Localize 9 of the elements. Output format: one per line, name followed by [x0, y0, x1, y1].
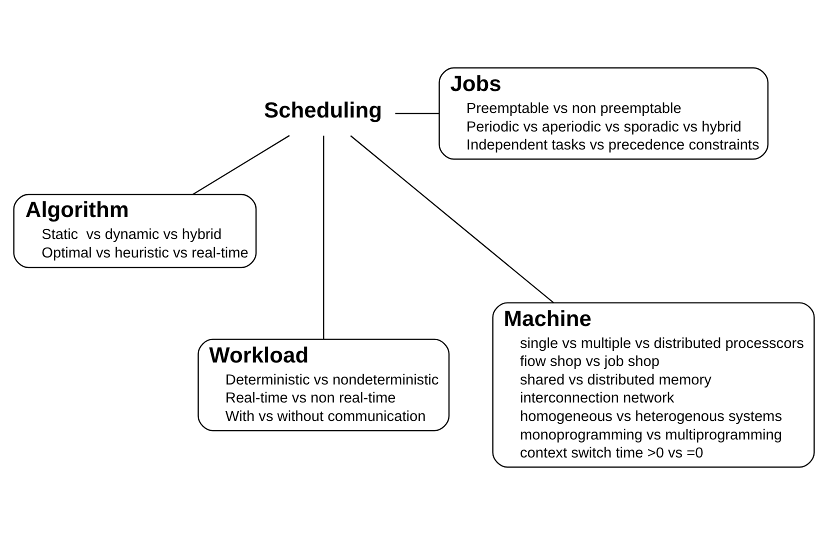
node-box: Workload Deterministic vs nondeterministic Real-time vs non real-time With vs without communication	[198, 338, 450, 431]
node-box: Algorithm Static vs dynamic vs hybrid Optimal vs heuristic vs real-time	[13, 193, 257, 268]
node-box: Jobs Preemptable vs non preemptable Periodic vs aperiodic vs sporadic vs hybrid Independent tasks vs precedence constraints	[438, 66, 769, 160]
connector	[323, 135, 324, 339]
node-box: Machine single vs multiple vs distributed processcors fiow shop vs job shop shared vs distributed memory interconnection network homogeneous vs heterogenous systems monoprogramming vs multiprogramming context switch time >0 vs =0	[492, 302, 815, 468]
connector	[395, 112, 440, 114]
node-text: Scheduling	[264, 97, 382, 122]
connector	[192, 134, 290, 194]
connector	[350, 134, 554, 303]
